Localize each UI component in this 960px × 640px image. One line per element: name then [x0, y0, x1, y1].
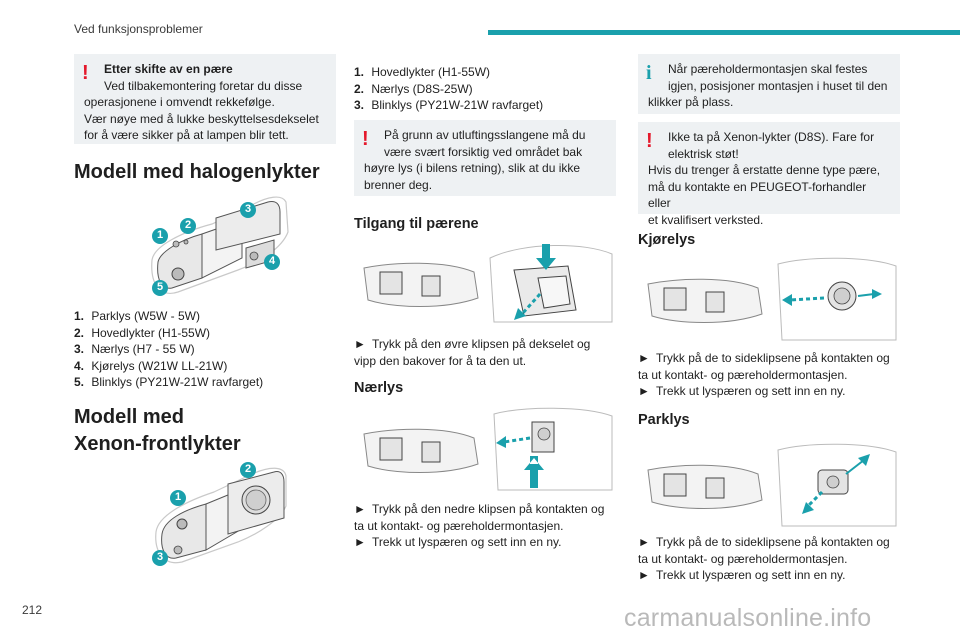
callout-1: 1: [156, 229, 164, 241]
xenon-headlamp-figure: 1 2 3: [148, 458, 290, 568]
list-item: 4. Kjørelys (W21W LL-21W): [74, 358, 228, 373]
header-accent-bar: [488, 30, 960, 35]
heading-halogen: Modell med halogenlykter: [74, 161, 320, 183]
warning-title: Etter skifte av en pære: [104, 62, 233, 76]
heading-drl: Kjørelys: [638, 232, 696, 248]
page-number: 212: [22, 603, 43, 617]
info-box-refit: i Når pæreholdermontasjen skal festes ig…: [638, 54, 900, 114]
access-cover-figure: [354, 238, 616, 328]
arrow-icon: ►: [354, 502, 366, 516]
callout-4: 4: [268, 255, 276, 267]
callout-2: 2: [244, 463, 252, 475]
list-item: 2. Hovedlykter (H1-55W): [74, 325, 211, 340]
access-instruction: ► Trykk på den øvre klipsen på dekselet …: [354, 337, 591, 368]
callout-2: 2: [184, 219, 192, 231]
callout-5: 5: [156, 281, 164, 293]
arrow-icon: ►: [638, 351, 650, 365]
heading-xenon: Modell med Xenon-frontlykter: [74, 406, 241, 455]
parking-figure: [638, 440, 900, 530]
running-header: Ved funksjonsproblemer: [74, 22, 203, 36]
warning-box-vent-hoses: ! På grunn av utluftingsslangene må du v…: [354, 120, 616, 196]
heading-access: Tilgang til pærene: [354, 216, 479, 232]
callout-3: 3: [244, 203, 252, 215]
warning-icon: !: [646, 130, 653, 152]
arrow-icon: ►: [354, 535, 366, 549]
halogen-headlamp-figure: 1 2 3 4 5: [142, 188, 292, 300]
arrow-icon: ►: [638, 535, 650, 549]
halogen-bulb-list: 1. Parklys (W5W - 5W) 2. Hovedlykter (H1…: [74, 308, 263, 391]
list-item: 3. Nærlys (H7 - 55 W): [74, 342, 195, 356]
xenon-bulb-list: 1. Hovedlykter (H1-55W) 2. Nærlys (D8S-2…: [354, 64, 543, 114]
low-beam-instruction: ► Trykk på den nedre klipsen på kontakte…: [354, 502, 605, 549]
callout-1: 1: [174, 491, 182, 503]
low-beam-figure: [354, 404, 616, 494]
callout-3: 3: [156, 551, 164, 563]
arrow-icon: ►: [638, 384, 650, 398]
heading-parking: Parklys: [638, 412, 690, 428]
arrow-icon: ►: [638, 568, 650, 582]
drl-figure: [638, 254, 900, 344]
parking-instruction: ► Trykk på de to sideklipsene på kontakt…: [638, 535, 890, 582]
arrow-icon: ►: [354, 337, 366, 351]
info-icon: i: [646, 62, 652, 84]
drl-instruction: ► Trykk på de to sideklipsene på kontakt…: [638, 351, 890, 398]
list-item: 1. Hovedlykter (H1-55W): [354, 65, 491, 79]
warning-icon: !: [362, 128, 369, 150]
warning-box-xenon: ! Ikke ta på Xenon-lykter (D8S). Fare fo…: [638, 122, 900, 227]
warning-icon: !: [82, 62, 89, 84]
list-item: 2. Nærlys (D8S-25W): [354, 81, 473, 96]
list-item: 3. Blinklys (PY21W-21W ravfarget): [354, 98, 544, 112]
heading-low-beam: Nærlys: [354, 380, 404, 396]
watermark: carmanualsonline.info: [624, 604, 872, 632]
warning-box-reassembly: ! Etter skifte av en pære Ved tilbakemon…: [74, 54, 336, 144]
list-item: 5. Blinklys (PY21W-21W ravfarget): [74, 375, 264, 389]
list-item: 1. Parklys (W5W - 5W): [74, 309, 200, 323]
